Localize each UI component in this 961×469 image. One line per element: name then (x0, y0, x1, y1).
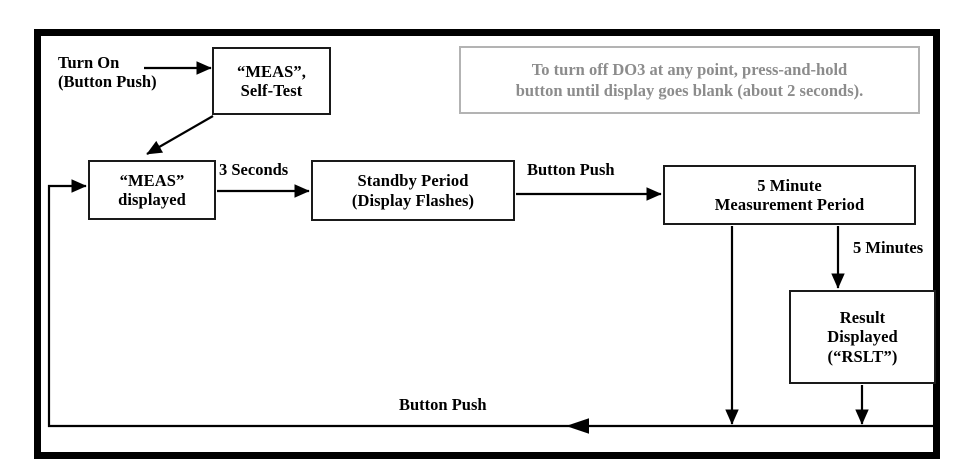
node-meas-self-test[interactable]: “MEAS”, Self-Test (212, 47, 331, 115)
label-turn-on-line2: (Button Push) (58, 71, 157, 91)
label-button-push-to-measure: Button Push (527, 160, 615, 179)
node-line: Displayed (827, 327, 898, 347)
node-line: Result (839, 308, 886, 328)
note-callout-box: To turn off DO3 at any point, press-and-… (459, 46, 920, 114)
node-measurement-period[interactable]: 5 Minute Measurement Period (663, 165, 916, 225)
node-line: displayed (118, 190, 186, 209)
node-line: (Display Flashes) (351, 190, 475, 210)
node-line: Measurement Period (714, 195, 865, 214)
node-meas-displayed[interactable]: “MEAS” displayed (88, 160, 216, 220)
label-three-seconds: 3 Seconds (219, 160, 289, 179)
node-line: Self-Test (240, 81, 303, 100)
label-five-minutes: 5 Minutes (853, 238, 924, 257)
node-result-displayed[interactable]: Result Displayed (“RSLT”) (789, 290, 936, 384)
note-line: To turn off DO3 at any point, press-and-… (531, 59, 848, 79)
label-button-push-return: Button Push (399, 395, 487, 414)
label-turn-on: Turn On (Button Push) (58, 53, 157, 92)
node-line: “MEAS” (119, 170, 185, 190)
note-line: button until display goes blank (about 2… (515, 81, 864, 100)
node-line: (“RSLT”) (827, 346, 898, 366)
node-line: “MEAS”, (237, 61, 306, 81)
node-standby-period[interactable]: Standby Period (Display Flashes) (311, 160, 515, 221)
node-line: 5 Minute (757, 175, 822, 195)
label-turn-on-line1: Turn On (58, 53, 120, 72)
node-line: Standby Period (357, 171, 469, 191)
